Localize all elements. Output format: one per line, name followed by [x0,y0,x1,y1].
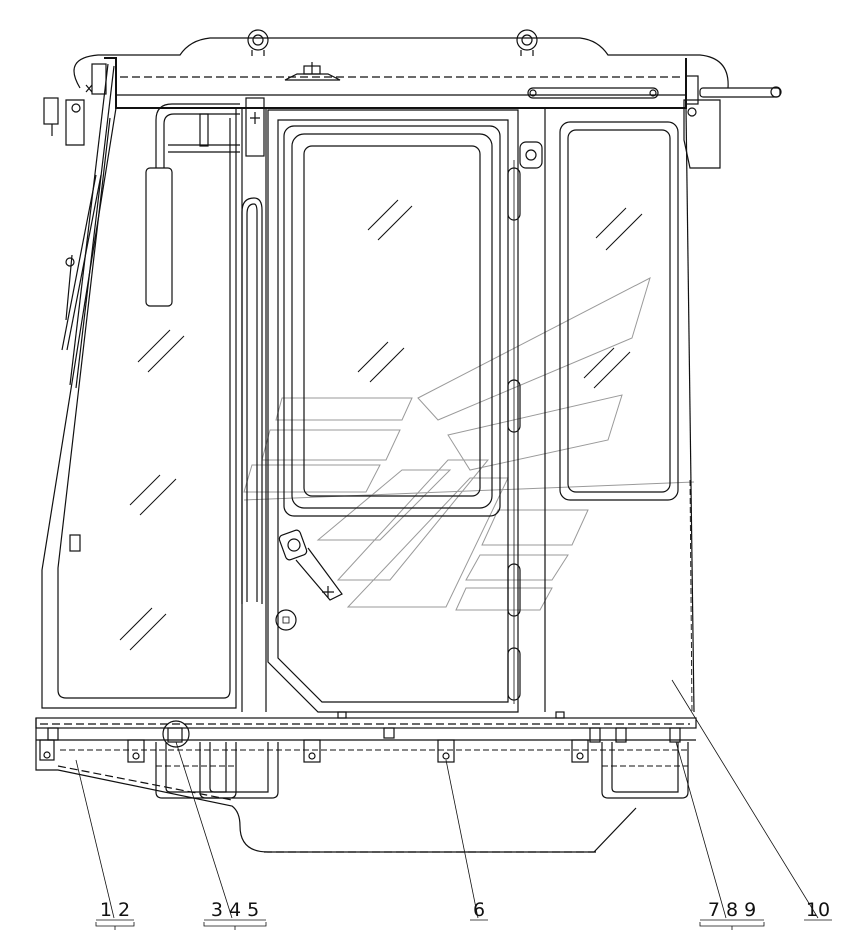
rear-side-panel [544,107,695,713]
callout-labels: 1 2 3 4 5 6 7 8 9 10 [100,899,830,921]
rear-view-mirror [145,97,265,307]
door [241,108,543,713]
watermark-logo [243,277,695,611]
side-handrail [241,197,263,604]
mounting-brackets [39,711,681,763]
callout-3-4-5: 3 4 5 [211,899,259,921]
front-windshield [41,63,237,709]
callout-10: 10 [806,899,830,921]
glass-hatch-marks [119,199,643,651]
callout-1-2: 1 2 [100,899,130,921]
callout-7-8-9: 7 8 9 [708,899,756,921]
roof-frame [73,29,782,169]
base-frame [35,711,697,853]
callout-6: 6 [473,899,485,921]
leader-lines [75,679,832,930]
